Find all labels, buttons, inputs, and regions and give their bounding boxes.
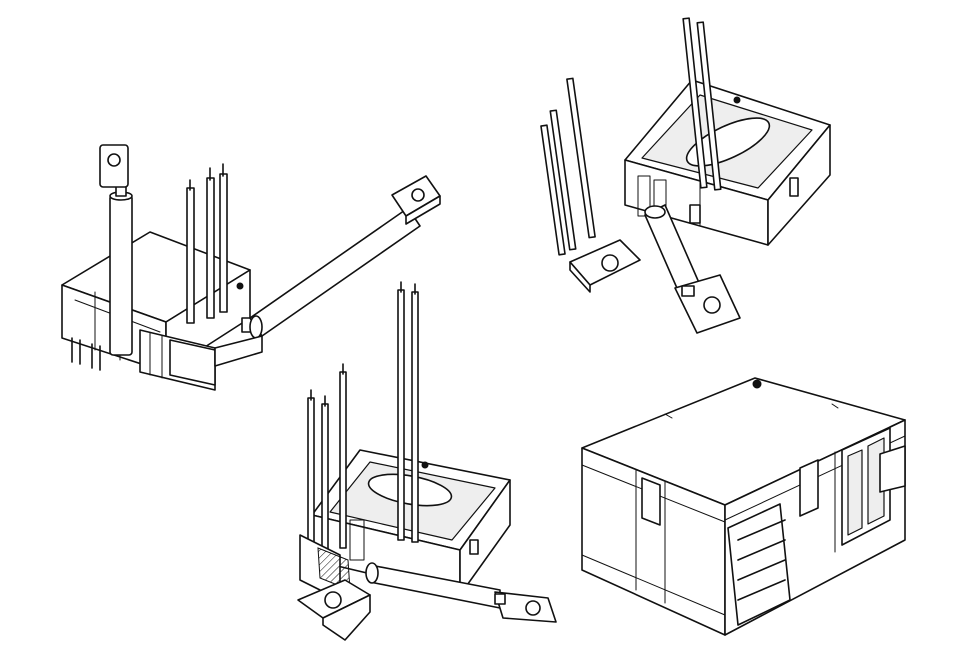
relay-view-b (540, 17, 831, 334)
relay-view-c (297, 281, 557, 641)
relay-view-d (581, 377, 906, 636)
relay-view-a (61, 144, 441, 391)
